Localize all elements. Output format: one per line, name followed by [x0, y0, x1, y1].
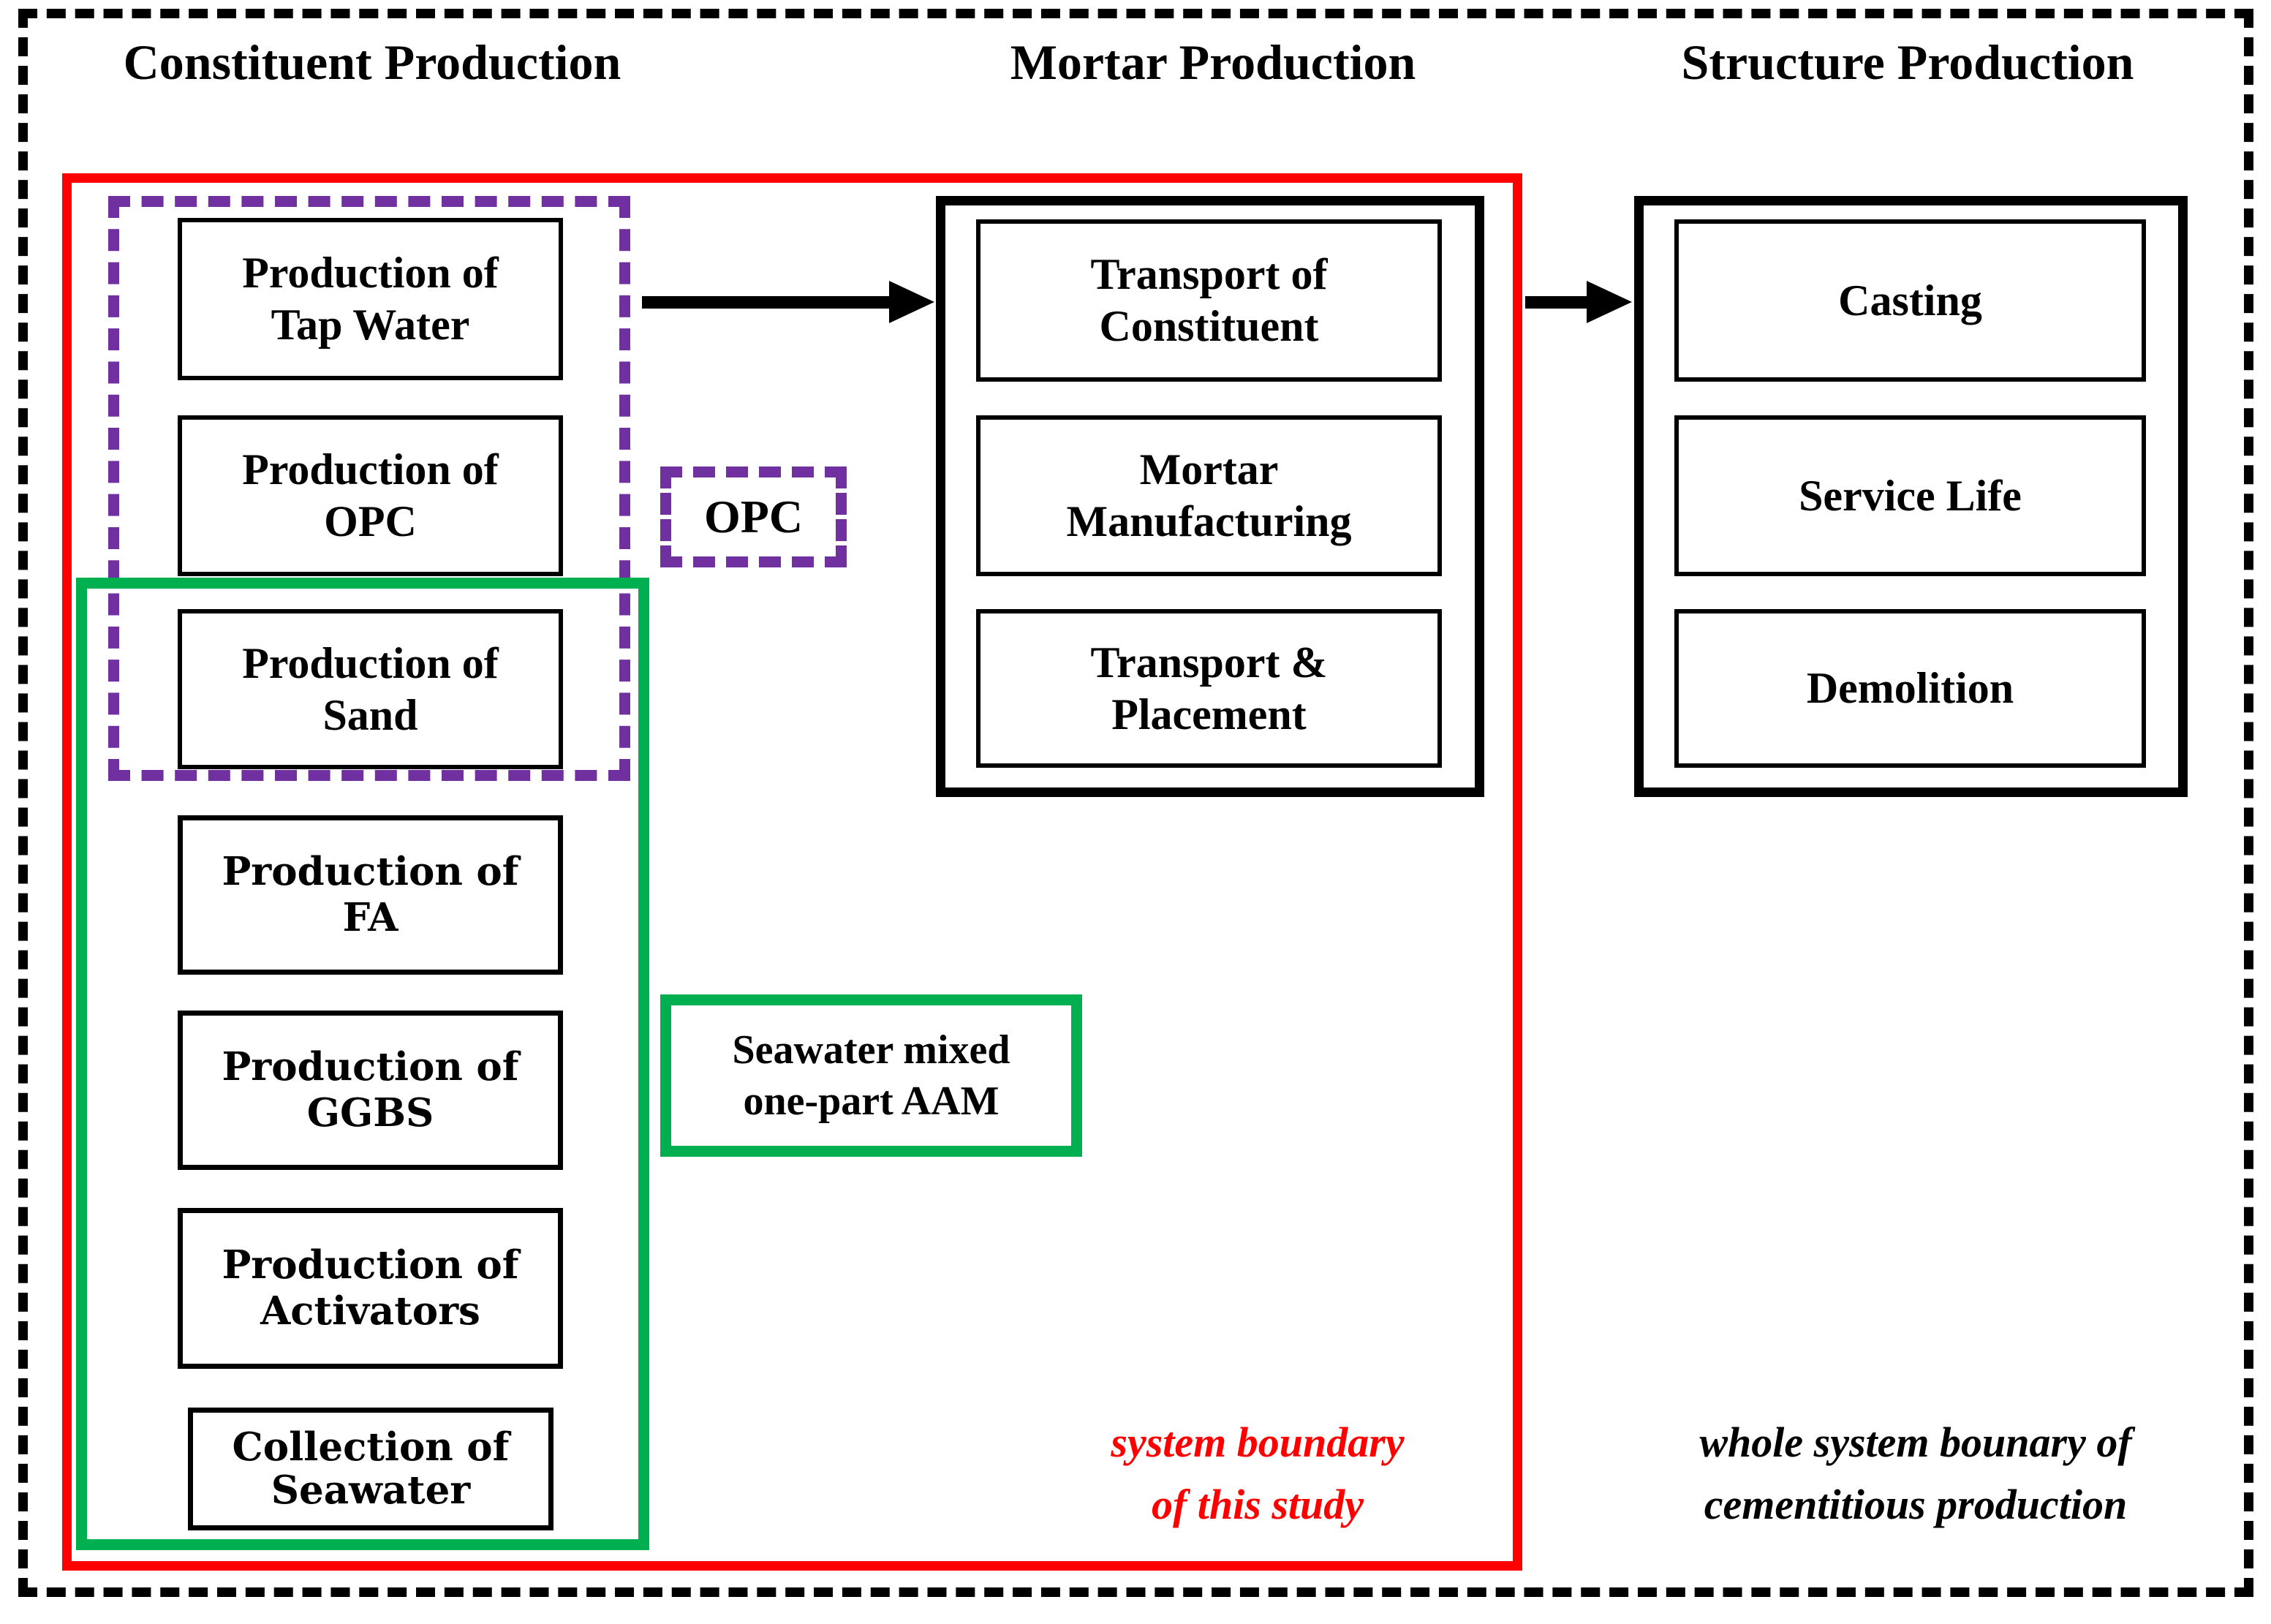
- box-transport-of-constituent: Transport of Constituent: [976, 219, 1442, 382]
- box-label-line: Service Life: [1799, 471, 2022, 520]
- box-label-line: GGBS: [306, 1090, 434, 1136]
- box-production-of-opc: Production of OPC: [178, 415, 563, 576]
- constituent-production-header: Constituent Production: [123, 34, 621, 90]
- box-label-line: Production of: [242, 249, 499, 298]
- box-label-line: Production of: [222, 1044, 519, 1090]
- box-label-line: Production of: [222, 849, 519, 895]
- box-label-line: Casting: [1838, 276, 1982, 325]
- box-label-line: Placement: [1111, 690, 1307, 739]
- box-casting: Casting: [1674, 219, 2146, 382]
- box-label-line: Transport &: [1090, 638, 1328, 687]
- box-production-of-activators: Production of Activators: [178, 1208, 563, 1369]
- box-label-line: Constituent: [1099, 302, 1319, 350]
- opc-group-outline: [108, 196, 630, 781]
- box-label-line: Transport of: [1090, 250, 1328, 299]
- box-label-line: Seawater: [271, 1468, 471, 1513]
- caption-line: whole system bounary of: [1699, 1419, 2132, 1466]
- box-label-line: Activators: [260, 1288, 480, 1334]
- opc-tag-label: OPC: [703, 491, 804, 543]
- box-label-line: OPC: [324, 497, 417, 545]
- whole-system-boundary-caption: whole system bounary of cementitious pro…: [1609, 1411, 2223, 1536]
- box-production-of-sand: Production of Sand: [178, 609, 563, 769]
- whole-system-boundary-outline: [18, 9, 2253, 1597]
- box-label-line: Mortar: [1139, 445, 1279, 494]
- arrow-head-icon: [889, 281, 934, 323]
- box-label-line: Manufacturing: [1066, 497, 1352, 545]
- box-label-line: Production of: [222, 1242, 519, 1288]
- box-service-life: Service Life: [1674, 415, 2146, 576]
- box-label-line: Collection of: [232, 1424, 510, 1470]
- aam-tag: Seawater mixed one-part AAM: [660, 994, 1082, 1157]
- box-label-line: Tap Water: [271, 301, 470, 349]
- caption-line: of this study: [1151, 1481, 1364, 1529]
- study-boundary-caption: system boundary of this study: [1002, 1411, 1514, 1536]
- arrow-head-icon: [1587, 281, 1632, 323]
- box-label-line: FA: [342, 895, 398, 940]
- box-production-of-ggbs: Production of GGBS: [178, 1011, 563, 1170]
- mortar-production-header: Mortar Production: [1010, 34, 1416, 90]
- box-collection-of-seawater: Collection of Seawater: [188, 1408, 553, 1530]
- box-label-line: Production of: [242, 638, 499, 687]
- aam-group-outline: [76, 578, 649, 1550]
- caption-line: cementitious production: [1704, 1481, 2128, 1529]
- structure-production-header: Structure Production: [1681, 34, 2134, 90]
- box-mortar-manufacturing: Mortar Manufacturing: [976, 415, 1442, 576]
- box-transport-and-placement: Transport & Placement: [976, 609, 1442, 768]
- box-production-of-fa: Production of FA: [178, 815, 563, 975]
- caption-line: system boundary: [1111, 1419, 1405, 1466]
- aam-tag-line: one-part AAM: [743, 1079, 1000, 1124]
- arrow-shaft: [642, 296, 891, 309]
- opc-tag: OPC: [660, 467, 847, 567]
- box-label-line: Sand: [322, 690, 418, 739]
- arrow-shaft: [1525, 296, 1588, 309]
- aam-tag-line: Seawater mixed: [732, 1027, 1010, 1073]
- box-label-line: Demolition: [1806, 664, 2014, 713]
- study-system-boundary-outline: [62, 173, 1522, 1571]
- box-production-of-tap-water: Production of Tap Water: [178, 218, 563, 380]
- box-label-line: Production of: [242, 445, 499, 494]
- box-demolition: Demolition: [1674, 609, 2146, 768]
